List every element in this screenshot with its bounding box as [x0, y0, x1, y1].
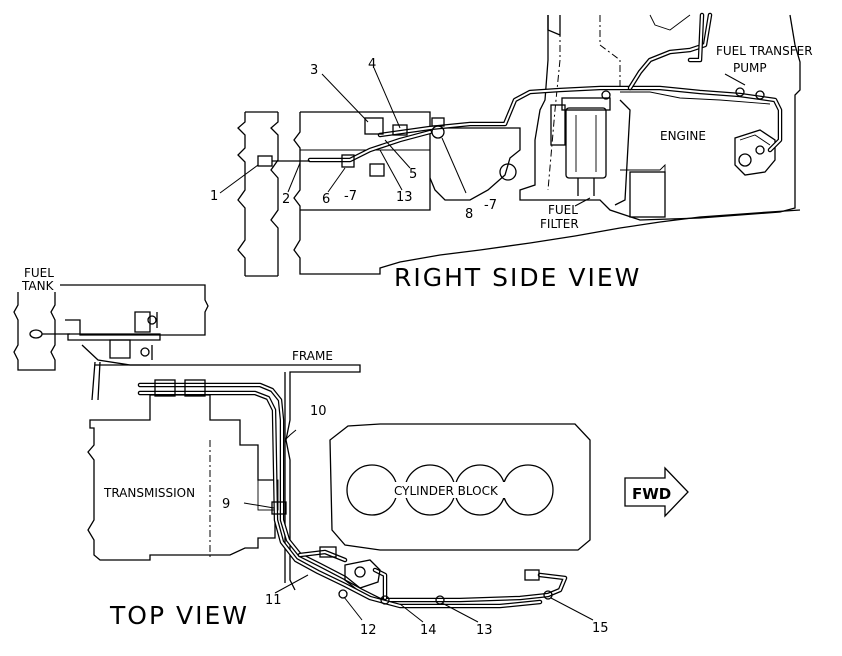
frame-label: FRAME [292, 349, 333, 363]
cylinder-1 [346, 464, 398, 516]
callout-11: 11 [265, 593, 282, 608]
transmission-outline [87, 394, 276, 561]
callout-12: 12 [360, 623, 377, 638]
clamp-13 [435, 595, 445, 605]
callout-6-suffix: -7 [344, 189, 357, 204]
mount-bolt [499, 163, 517, 181]
frame-rail-segment-left [237, 111, 279, 277]
fuel-tank-label-1: FUEL [24, 266, 54, 280]
callout-3: 3 [310, 63, 318, 78]
fuel-filter-label-2: FILTER [540, 217, 579, 231]
fuel-transfer-label: FUEL TRANSFER [716, 44, 813, 58]
top-view: FUEL TANK FRAME TRANSMISSION CYLINDER BL… [13, 266, 689, 638]
top-view-title: TOP VIEW [109, 601, 249, 630]
transfer-pump-top [344, 559, 381, 589]
engine-block-outline [519, 14, 801, 221]
clamp-12 [338, 589, 348, 599]
fuel-line-upper [377, 85, 783, 153]
callout-13-rsv: 13 [396, 190, 413, 205]
engine-mount-plate [429, 127, 521, 201]
pump-label: PUMP [733, 61, 767, 75]
transmission-label: TRANSMISSION [103, 486, 195, 500]
right-side-view: FUEL TRANSFER PUMP ENGINE FUEL FILTER RI… [210, 12, 813, 292]
fitting-7 [369, 163, 385, 177]
clamp-15 [543, 590, 553, 600]
callout-8-suffix: -7 [484, 198, 497, 213]
engine-component-box [629, 171, 666, 218]
callout-9: 9 [222, 497, 230, 512]
callout-8: 8 [465, 207, 473, 222]
tank-bracket [60, 284, 209, 336]
frame-bracket-box [300, 111, 431, 211]
frame-rail-main [293, 112, 801, 275]
fitting-4 [392, 124, 408, 136]
callout-5: 5 [409, 167, 417, 182]
fuel-filter-label-1: FUEL [548, 203, 578, 217]
valve-3 [364, 117, 384, 135]
cylinder-block-label: CYLINDER BLOCK [394, 484, 499, 498]
callout-1: 1 [210, 189, 218, 204]
fuel-filter [550, 97, 611, 196]
callout-14: 14 [420, 623, 437, 638]
callout-10: 10 [310, 404, 327, 419]
fuel-tank-label-2: TANK [21, 279, 55, 293]
callout-15: 15 [592, 621, 609, 636]
fitting-6 [341, 154, 355, 168]
callout-4: 4 [368, 57, 376, 72]
cylinder-4 [502, 464, 554, 516]
cylinder-block-outline [329, 423, 591, 551]
right-side-view-title: RIGHT SIDE VIEW [394, 263, 641, 292]
fuel-tank [13, 292, 70, 371]
engine-label: ENGINE [660, 129, 706, 143]
fwd-label: FWD [632, 485, 671, 503]
fwd-arrow: FWD [624, 466, 689, 518]
callout-2: 2 [282, 192, 290, 207]
fitting-1 [257, 155, 273, 167]
callout-6: 6 [322, 192, 330, 207]
callout-13-top: 13 [476, 623, 493, 638]
fuel-transfer-pump [734, 129, 776, 176]
